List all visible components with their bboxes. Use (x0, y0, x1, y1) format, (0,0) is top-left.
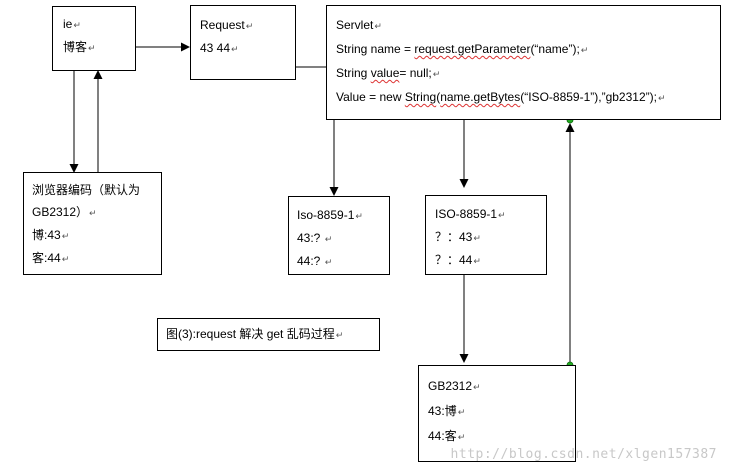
iso-right-value-43: ？：43 (435, 230, 473, 244)
request-bytes: 43 44 (200, 41, 231, 55)
browser-byte-bo: 博:43 (32, 228, 61, 242)
iso-right-value-44: ？：44 (435, 253, 473, 267)
gb2312-box: GB2312↵ 43:博↵ 44:客↵ (418, 365, 576, 462)
figure-caption-box: 图(3):request 解决 get 乱码过程↵ (157, 318, 380, 351)
iso-left-box: Iso-8859-1↵ 43:? ↵ 44:? ↵ (288, 196, 390, 275)
gb2312-title: GB2312 (428, 379, 473, 393)
iso-right-title: ISO-8859-1 (435, 207, 498, 221)
figure-caption: 图(3):request 解决 get 乱码过程 (166, 327, 335, 341)
browser-byte-ke: 客:44 (32, 251, 61, 265)
iso-right-box: ISO-8859-1↵ ？：43↵ ？：44↵ (425, 195, 547, 275)
servlet-title: Servlet (336, 18, 374, 32)
request-title: Request (200, 18, 245, 32)
ie-box: ie↵ 博客↵ (52, 6, 136, 71)
browser-encoding-box: 浏览器编码（默认为 GB2312）↵ 博:43↵ 客:44↵ (23, 172, 162, 275)
servlet-code-line-2: String value= null;↵ (336, 66, 441, 80)
iso-left-title: Iso-8859-1 (297, 208, 355, 222)
servlet-code-line-3: Value = new String(name.getBytes(“ISO-88… (336, 90, 666, 104)
servlet-box: Servlet↵ String name = request.getParame… (326, 5, 721, 120)
iso-left-value-44: 44:? (297, 254, 321, 268)
browser-encoding-default: GB2312） (32, 205, 89, 219)
browser-encoding-title: 浏览器编码（默认为 (32, 183, 141, 197)
ie-label: ie (63, 17, 73, 31)
iso-left-value-43: 43:? (297, 231, 321, 245)
request-box: Request↵ 43 44↵ (190, 5, 296, 80)
gb2312-value-44: 44:客 (428, 429, 457, 443)
watermark-url: http://blog.csdn.net/xlgen157387 (450, 447, 717, 462)
blog-label: 博客 (63, 40, 88, 54)
servlet-code-line-1: String name = request.getParameter(“name… (336, 42, 589, 56)
gb2312-value-43: 43:博 (428, 404, 457, 418)
